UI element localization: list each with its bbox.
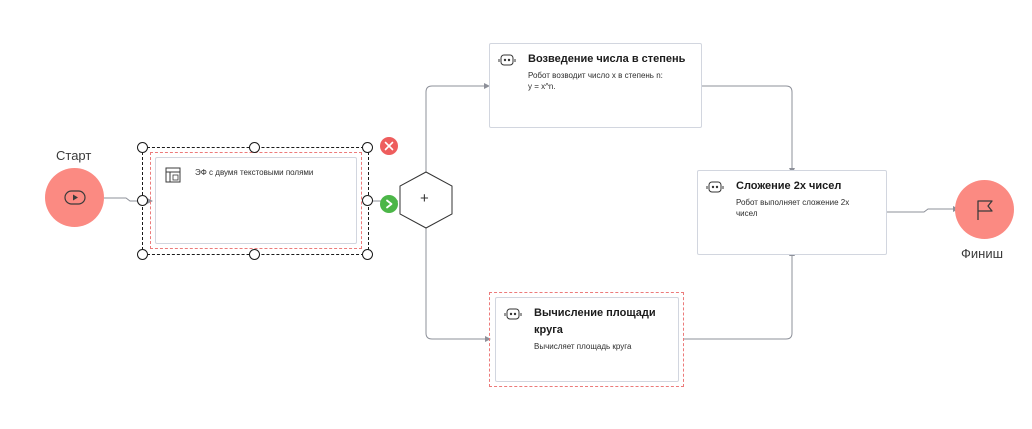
task-power-desc-line1: Робот возводит число x в степень n: <box>528 71 663 80</box>
task-form[interactable]: ЭФ с двумя текстовыми полями <box>155 157 357 244</box>
gateway-plus-symbol: + <box>420 190 429 207</box>
parallel-gateway-shape[interactable] <box>399 171 453 229</box>
arrowhead <box>485 336 491 342</box>
confirm-button[interactable] <box>380 195 398 213</box>
arrowhead <box>484 83 490 89</box>
connector-gateway-area <box>425 228 489 340</box>
start-event[interactable] <box>45 168 104 227</box>
delete-button[interactable] <box>380 137 398 155</box>
task-power[interactable]: Возведение числа в степень Робот возводи… <box>489 43 702 128</box>
resize-handle-sw[interactable] <box>137 249 148 260</box>
resize-handle-s[interactable] <box>249 249 260 260</box>
task-area-highlight <box>489 292 684 387</box>
connector-sum-finish <box>887 208 955 213</box>
task-form-title: ЭФ с двумя текстовыми полями <box>195 168 314 177</box>
flag-icon <box>977 200 993 220</box>
task-area-title-line2: круга <box>534 324 563 336</box>
task-sum-desc-line1: Робот выполняет сложение 2х <box>736 198 850 207</box>
robot-icon <box>706 181 724 193</box>
start-event-label: Старт <box>56 148 92 163</box>
task-area[interactable]: Вычисление площади круга Вычисляет площа… <box>495 297 679 382</box>
resize-handle-se[interactable] <box>362 249 373 260</box>
close-icon <box>384 141 394 151</box>
task-area-title-line1: Вычисление площади <box>534 307 656 319</box>
finish-event-label: Финиш <box>961 246 1004 261</box>
resize-handle-ne[interactable] <box>362 142 373 153</box>
connector-gateway-power <box>425 85 488 172</box>
resize-handle-n[interactable] <box>249 142 260 153</box>
task-sum-title: Сложение 2х чисел <box>736 180 842 192</box>
connector-area-sum <box>684 254 793 340</box>
finish-event[interactable] <box>955 180 1014 239</box>
connector-power-sum <box>701 85 793 170</box>
resize-handle-nw[interactable] <box>137 142 148 153</box>
robot-icon <box>504 308 522 320</box>
play-icon <box>64 190 86 205</box>
task-sum[interactable]: Сложение 2х чисел Робот выполняет сложен… <box>697 170 887 255</box>
task-area-desc: Вычисляет площадь круга <box>534 342 632 351</box>
task-power-title: Возведение числа в степень <box>528 53 686 65</box>
task-power-desc-line2: y = x^n. <box>528 82 556 91</box>
task-sum-desc-line2: чисел <box>736 209 758 218</box>
resize-handle-e[interactable] <box>362 195 373 206</box>
robot-icon <box>498 54 516 66</box>
resize-handle-w[interactable] <box>137 195 148 206</box>
chevron-right-icon <box>386 199 393 209</box>
form-icon <box>165 167 181 183</box>
